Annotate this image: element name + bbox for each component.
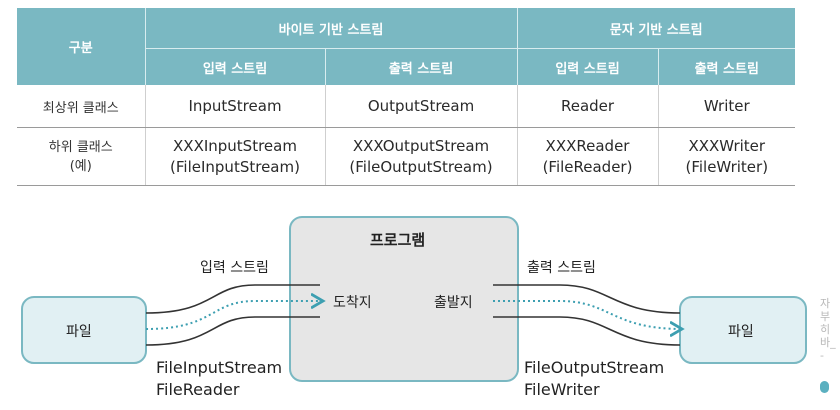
program-box	[289, 216, 519, 382]
clipped-side-text-line1: 자	[820, 297, 831, 310]
arrival-label: 도착지	[333, 295, 372, 311]
clipped-side-text: 자 부히 바_ -	[820, 297, 840, 362]
output-class-file-writer: FileWriter	[524, 380, 600, 399]
cell-byte-input-sub-name: XXXInputStream	[173, 136, 297, 155]
header-char-stream-group: 문자 기반 스트림	[517, 8, 796, 49]
cell-byte-output-sub-name: XXXOutputStream	[352, 136, 490, 155]
output-pipe-upper	[493, 284, 681, 314]
output-stream-label: 출력 스트림	[527, 260, 596, 276]
cell-char-output-sub-name: XXXWriter	[688, 136, 766, 155]
input-pipe-upper	[145, 284, 320, 314]
stream-flow-graphic	[21, 216, 807, 382]
program-title: 프로그램	[370, 231, 426, 249]
cell-byte-input-sub: XXXInputStream (FileInputStream)	[145, 127, 326, 186]
input-class-file-reader: FileReader	[156, 380, 240, 399]
input-class-list: FileInputStream FileReader	[156, 357, 282, 401]
clipped-side-text-line2: 부히	[820, 310, 831, 336]
cell-char-input-sub: XXXReader (FileReader)	[517, 127, 659, 186]
input-pipe-lower	[145, 316, 320, 346]
cell-byte-input-top: InputStream	[145, 85, 326, 128]
table-row-top-level-class: 최상위 클래스 InputStream OutputStream Reader …	[17, 85, 796, 128]
header-byte-input: 입력 스트림	[145, 48, 326, 85]
output-class-list: FileOutputStream FileWriter	[524, 357, 664, 401]
cell-char-input-sub-example: (FileReader)	[542, 157, 633, 176]
row-label-top-level-class: 최상위 클래스	[17, 85, 146, 128]
table-row-subclass-example: 하위 클래스 (예) XXXInputStream (FileInputStre…	[17, 127, 796, 186]
departure-label: 출발지	[434, 295, 473, 311]
header-byte-output: 출력 스트림	[325, 48, 518, 85]
header-char-input: 입력 스트림	[517, 48, 659, 85]
header-byte-stream-group: 바이트 기반 스트림	[145, 8, 518, 49]
cell-byte-output-sub: XXXOutputStream (FileOutputStream)	[325, 127, 518, 186]
cell-byte-input-sub-example: (FileInputStream)	[170, 157, 300, 176]
clipped-side-text-line3: 바_	[820, 336, 836, 349]
cell-char-output-sub: XXXWriter (FileWriter)	[658, 127, 796, 186]
cell-char-input-top: Reader	[517, 85, 659, 128]
cell-char-output-top: Writer	[658, 85, 796, 128]
row-label-subclass-line1: 하위 클래스	[48, 139, 113, 155]
output-flow-arrow	[493, 300, 682, 329]
output-pipe-lower	[493, 316, 681, 346]
input-stream-label: 입력 스트림	[200, 260, 269, 276]
input-class-file-input-stream: FileInputStream	[156, 358, 283, 377]
cell-char-output-sub-example: (FileWriter)	[685, 157, 769, 176]
right-file-label: 파일	[728, 324, 754, 340]
stream-flow-diagram: 프로그램 도착지 출발지 입력 스트림 출력 스트림 파일 파일 FileInp…	[0, 205, 840, 410]
cell-byte-output-top: OutputStream	[325, 85, 518, 128]
row-label-subclass: 하위 클래스 (예)	[17, 127, 146, 186]
row-label-subclass-line2: (예)	[69, 158, 92, 174]
left-file-label: 파일	[66, 324, 92, 340]
header-char-output: 출력 스트림	[658, 48, 796, 85]
left-file-box	[21, 296, 147, 364]
stream-comparison-table: 구분 바이트 기반 스트림 문자 기반 스트림 입력 스트림 출력 스트림 입력…	[17, 8, 796, 186]
header-category: 구분	[17, 8, 146, 85]
side-badge-icon	[820, 381, 829, 393]
cell-byte-output-sub-example: (FileOutputStream)	[349, 157, 493, 176]
output-class-file-output-stream: FileOutputStream	[524, 358, 665, 377]
cell-char-input-sub-name: XXXReader	[545, 136, 630, 155]
clipped-side-text-line4: -	[820, 349, 824, 362]
